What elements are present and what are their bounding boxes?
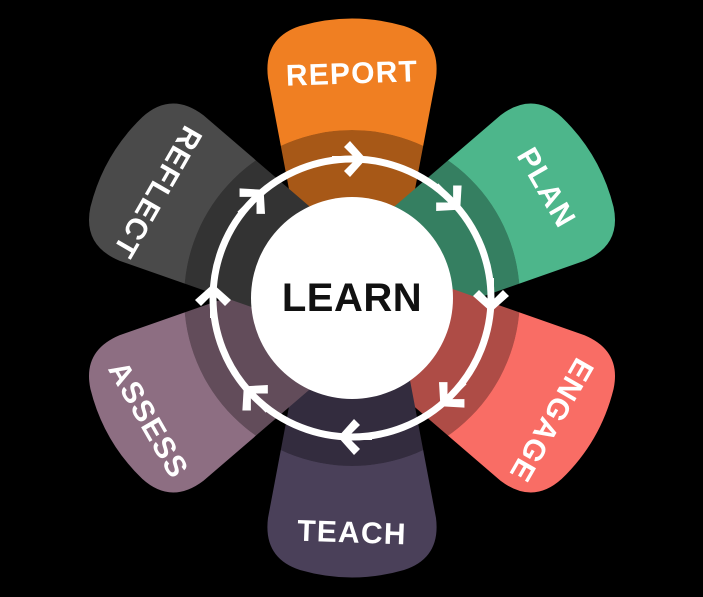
petal-label-report: REPORT: [285, 55, 418, 93]
arrowhead-icon: [237, 188, 266, 216]
center-label-learn: LEARN: [282, 276, 422, 320]
arrowhead-icon: [338, 419, 372, 455]
arrowhead-icon: [332, 141, 366, 177]
arrowhead-icon: [438, 380, 467, 408]
arrowhead-icon: [195, 284, 231, 318]
center-circle[interactable]: [251, 197, 453, 399]
arrowhead-icon: [434, 183, 462, 212]
arrowhead-icon: [473, 278, 509, 312]
petal-label-teach: TEACH: [297, 515, 407, 552]
arrowhead-icon: [242, 384, 270, 413]
arrowhead-group: [195, 141, 509, 455]
